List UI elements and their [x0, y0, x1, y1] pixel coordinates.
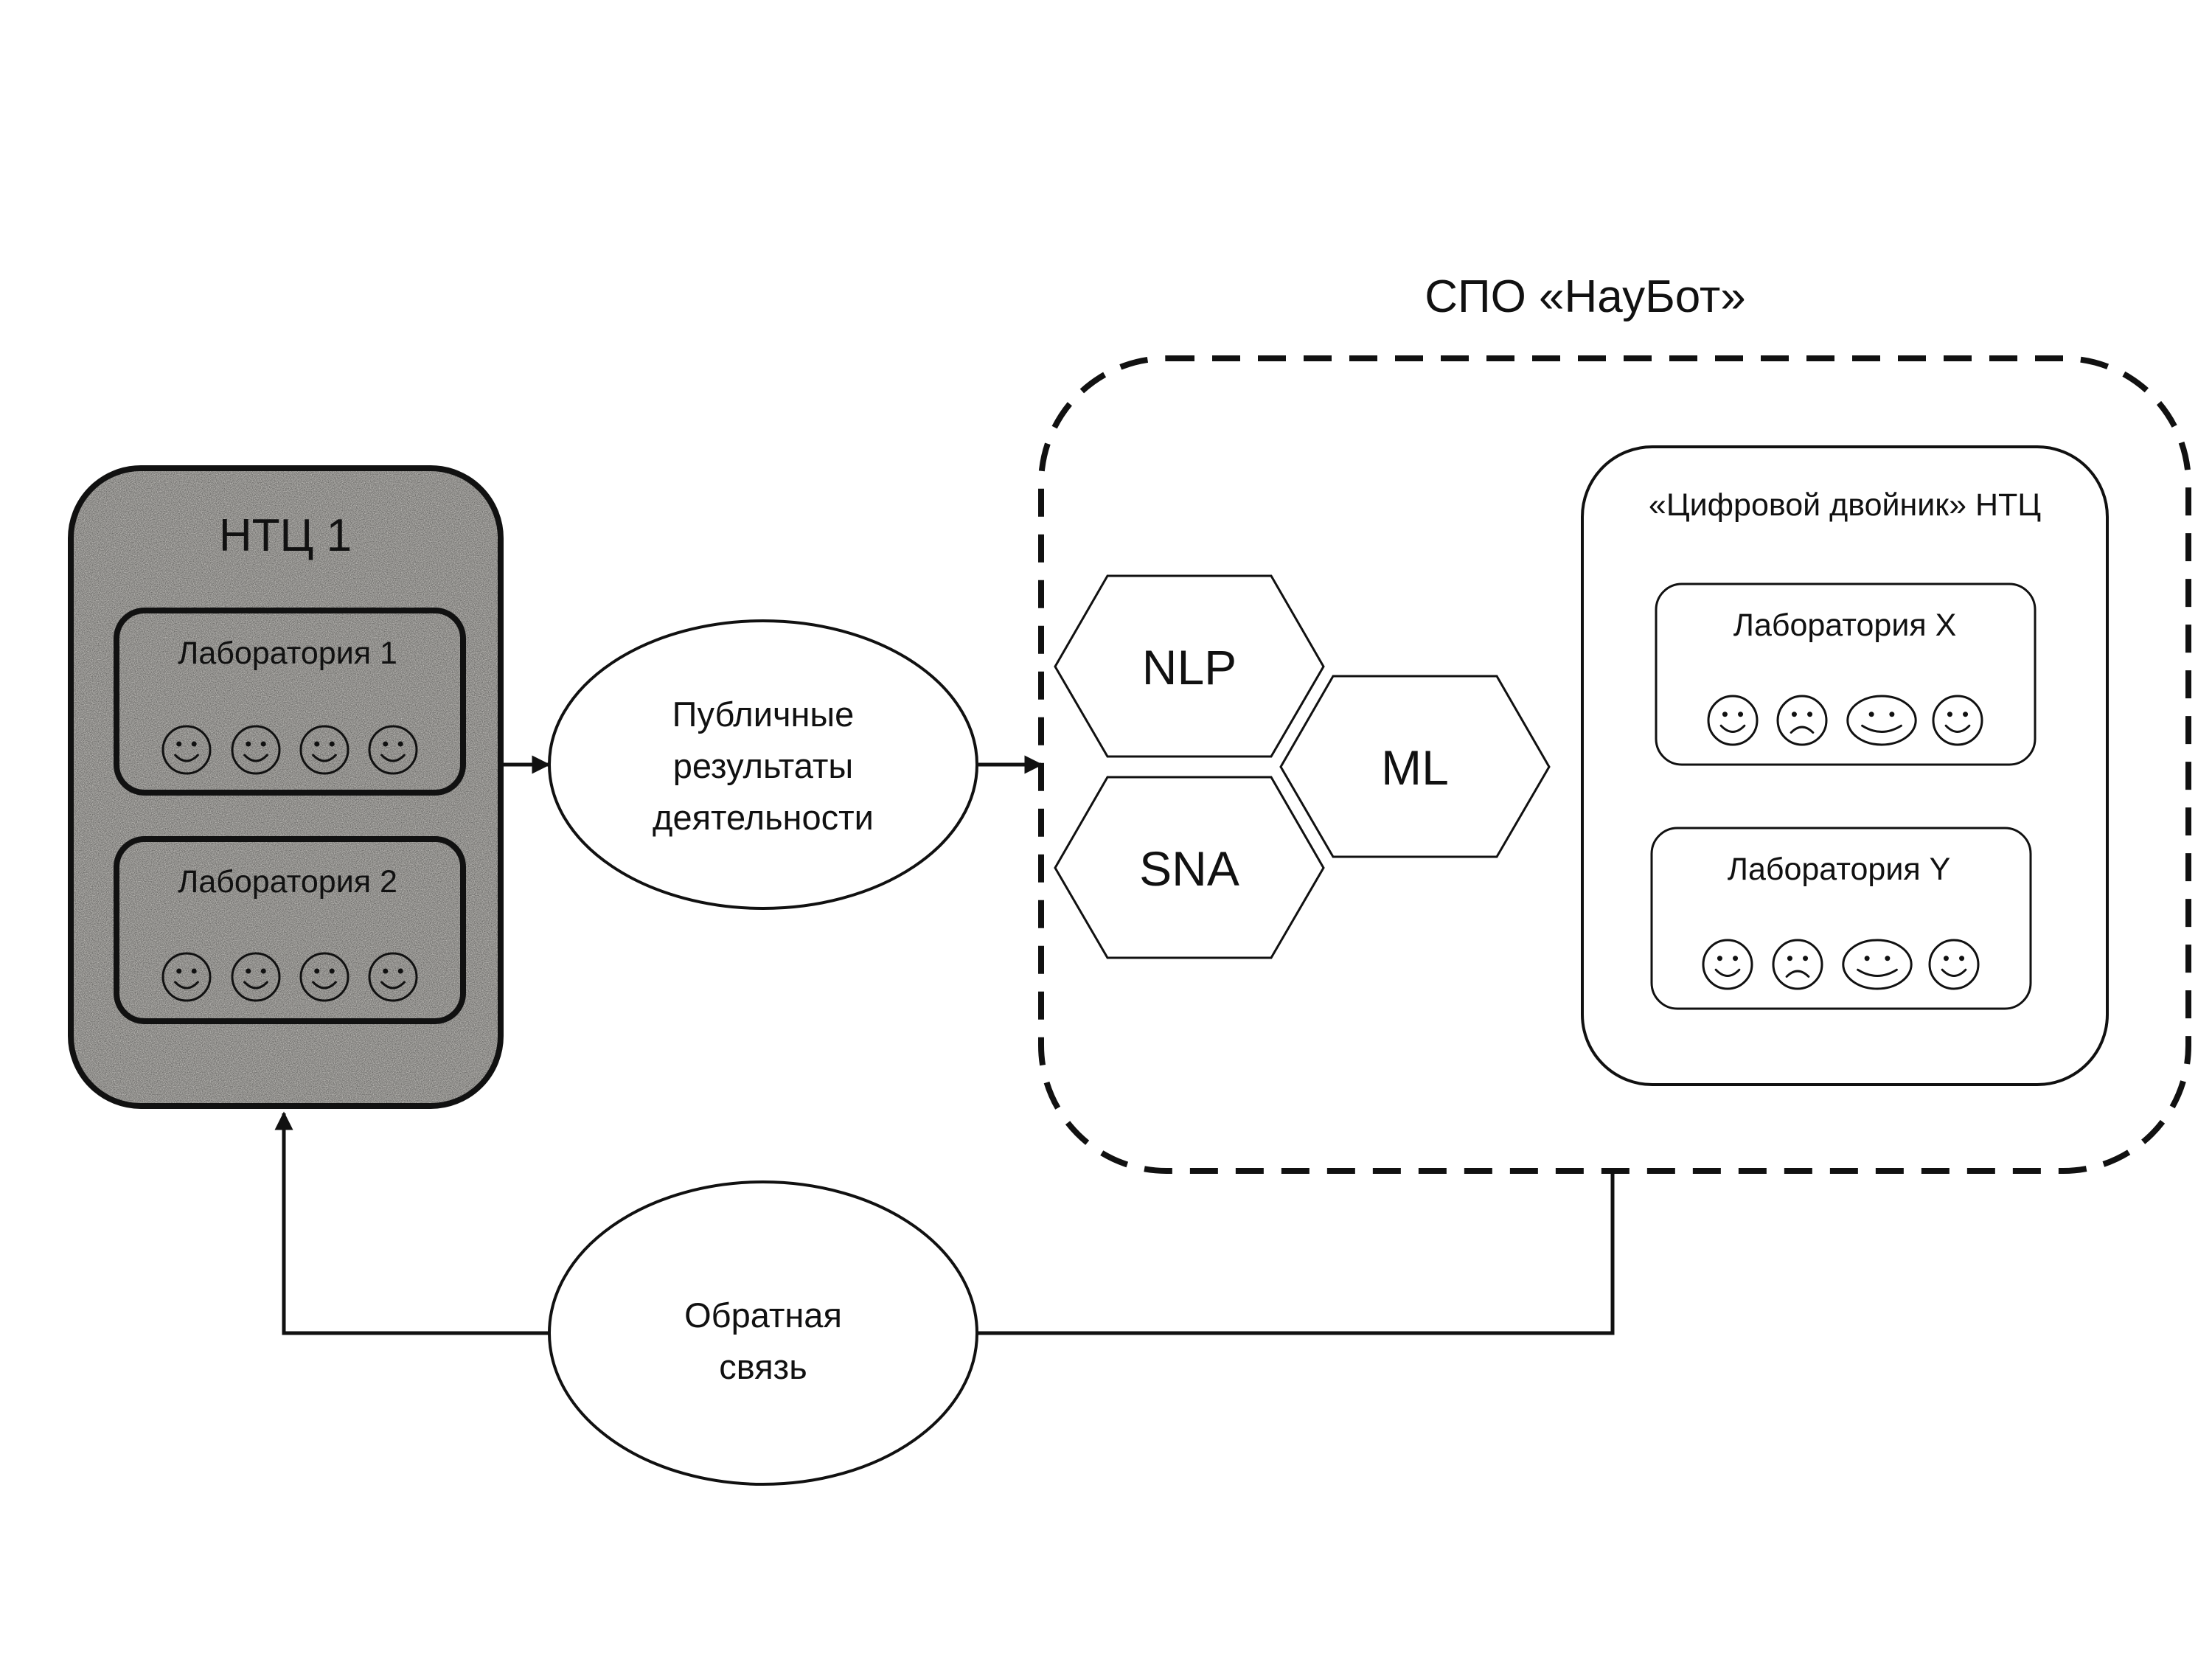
twin-lab-card-x: Лаборатория X [1655, 582, 2037, 766]
digital-twin-title: «Цифровой двойник» НТЦ [1649, 487, 2041, 523]
naubot-system-title: СПО «НауБот» [1425, 271, 1746, 322]
smiley-face-icon [161, 725, 212, 775]
twin-lab-y-faces [1702, 939, 1980, 990]
module-nlp-label: NLP [1142, 640, 1237, 695]
twin-lab-y-label: Лаборатория Y [1728, 852, 1951, 887]
smiley-face-icon [161, 952, 212, 1002]
module-sna: SNA [1054, 776, 1325, 959]
ntc-lab-card-1-frame [114, 608, 466, 796]
feedback-line-1: Обратная [684, 1295, 842, 1335]
public-results-node: Публичные результаты деятельности [548, 619, 978, 910]
public-results-line-2: результаты [673, 746, 853, 785]
public-results-line-1: Публичные [672, 695, 855, 734]
feedback-node: Обратная связь [548, 1180, 978, 1486]
naubot-system: СПО «НауБот» NLP ML SNA «Цифровой двойни… [1038, 271, 2191, 1174]
twin-lab-card-x-frame [1655, 582, 2037, 766]
ntc-lab-card-2-frame [114, 836, 466, 1024]
module-ml-label: ML [1381, 740, 1449, 795]
twin-lab-x-faces [1707, 695, 1983, 746]
ntc-lab-2-label: Лаборатория 2 [178, 864, 397, 900]
module-sna-label: SNA [1139, 841, 1239, 896]
smiley-face-icon [231, 952, 281, 1002]
ntc-lab-card-1: Лаборатория 1 [114, 608, 466, 796]
feedback-ellipse [548, 1180, 978, 1486]
ntc-lab-1-label: Лаборатория 1 [178, 636, 397, 671]
smiley-face-icon [1928, 939, 1980, 990]
module-nlp: NLP [1054, 574, 1325, 758]
sad-face-icon [1772, 939, 1823, 990]
module-ml-hexagon [1279, 675, 1551, 858]
smiley-face-icon [1702, 939, 1753, 990]
smiley-face-icon [368, 725, 418, 775]
twin-lab-card-y: Лаборатория Y [1650, 827, 2032, 1010]
public-results-ellipse [548, 619, 978, 910]
ntc-panel-texture [74, 471, 498, 1103]
sad-face-icon [1776, 695, 1828, 746]
smiley-face-icon [1707, 695, 1759, 746]
ntc-lab-card-2: Лаборатория 2 [114, 836, 466, 1024]
smiley-face-icon [1846, 695, 1917, 746]
module-nlp-hexagon [1054, 574, 1325, 758]
naubot-system-boundary [1038, 355, 2191, 1174]
module-ml: ML [1279, 675, 1551, 858]
smiley-face-icon [299, 952, 349, 1002]
ntc-panel-title: НТЦ 1 [219, 510, 352, 561]
twin-lab-x-label: Лаборатория X [1733, 608, 1957, 643]
feedback-line-2: связь [719, 1347, 807, 1386]
ntc-lab-2-faces [161, 952, 418, 1002]
ntc-lab-1-faces [161, 725, 418, 775]
public-results-line-3: деятельности [653, 798, 874, 837]
smiley-face-icon [1842, 939, 1913, 990]
digital-twin: «Цифровой двойник» НТЦ Лаборатория X Лаб… [1581, 445, 2109, 1086]
smiley-face-icon [231, 725, 281, 775]
module-sna-hexagon [1054, 776, 1325, 959]
smiley-face-icon [299, 725, 349, 775]
smiley-face-icon [368, 952, 418, 1002]
smiley-face-icon [1932, 695, 1983, 746]
ntc-panel: НТЦ 1 Лаборатория 1 Лаборатория 2 [68, 465, 504, 1109]
twin-lab-card-y-frame [1650, 827, 2032, 1010]
